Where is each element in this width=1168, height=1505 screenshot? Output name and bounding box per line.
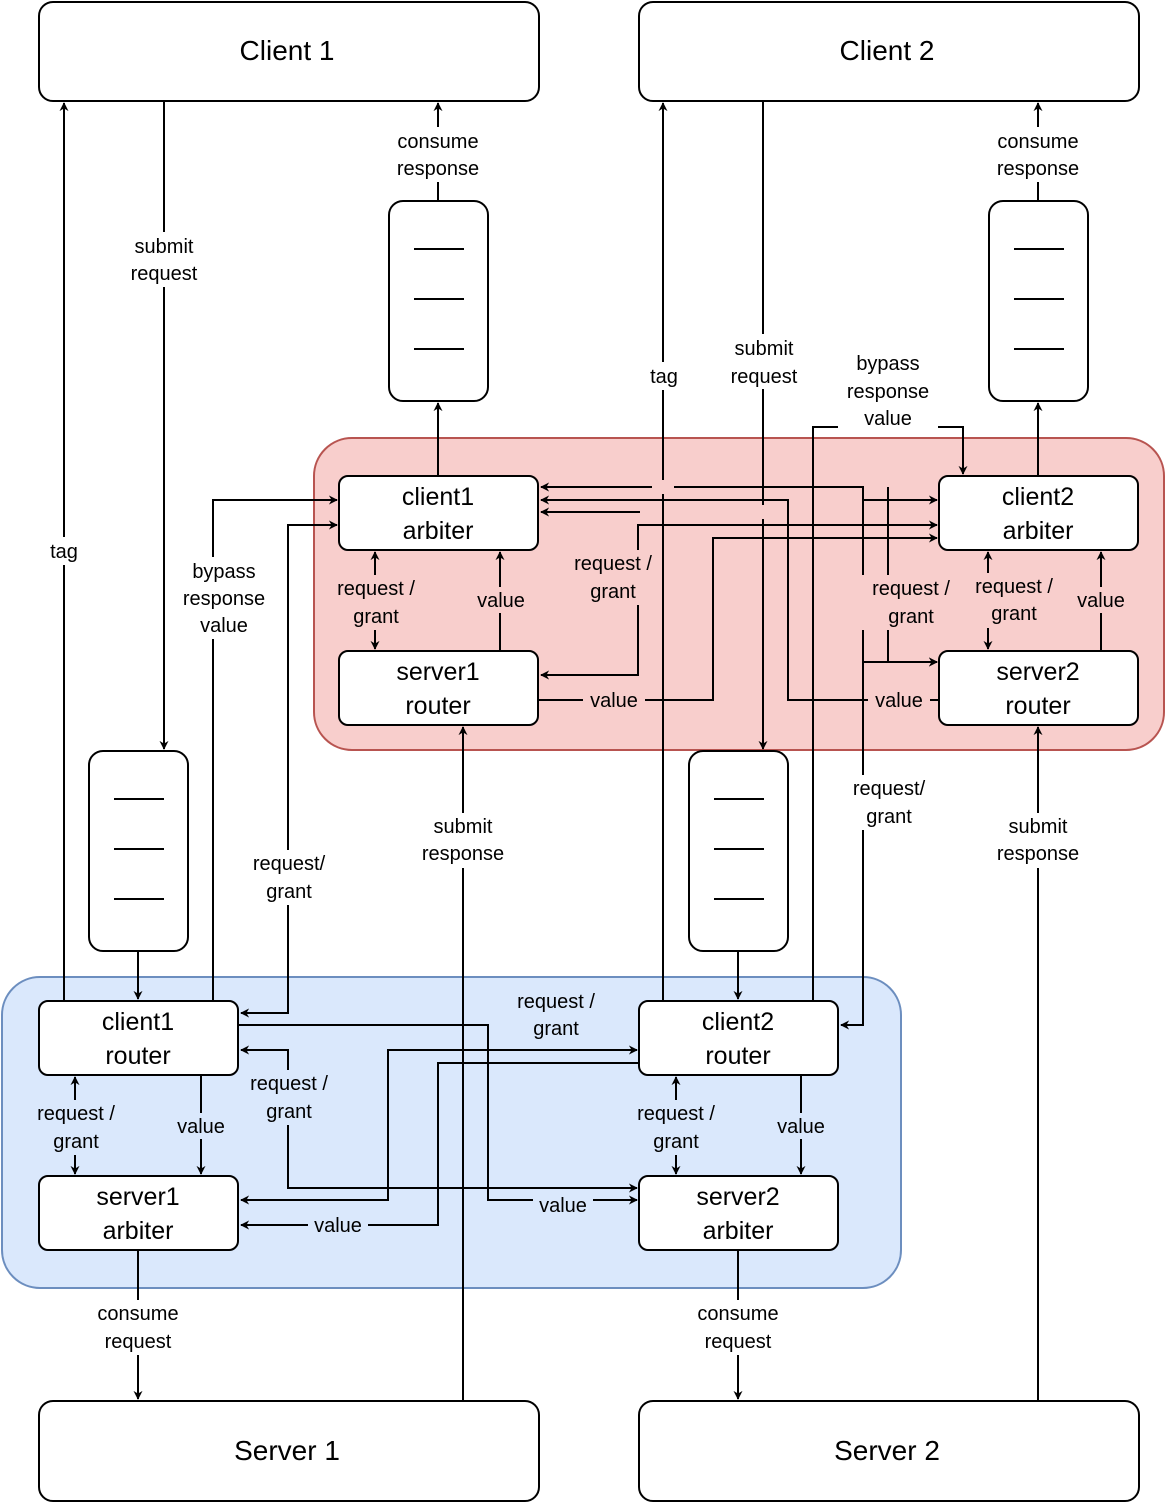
s2-submit-response-label-1: submit	[1009, 816, 1068, 838]
server2-router-box	[938, 650, 1139, 726]
c2-tag-label: tag	[650, 366, 678, 388]
s2-consume-request-label-1: consume	[697, 1303, 778, 1325]
s1-consume-request-label-1: consume	[97, 1303, 178, 1325]
blue-cross-reqgrant-label-2: grant	[533, 1018, 579, 1040]
queue-client2-request	[688, 750, 789, 952]
server2-label: Server 2	[834, 1435, 940, 1466]
c2-bypass-label-1: bypass	[856, 353, 919, 375]
client2-arbiter-label-2: arbiter	[1003, 517, 1074, 545]
server1-router-label-1: server1	[396, 658, 479, 686]
client1-router-label-1: client1	[102, 1008, 174, 1036]
client2-router-label-2: router	[705, 1042, 770, 1070]
s2-submit-response-label-2: response	[997, 843, 1079, 865]
crossing-gaps	[652, 480, 774, 519]
s1rtr-cross-value-label: value	[590, 690, 638, 712]
c2rtr-to-s1arb-reqgrant	[240, 1045, 638, 1205]
c2router-to-c2arb-reqgrant	[840, 495, 938, 1030]
c2rtr-value-label: value	[777, 1116, 825, 1138]
edge-label-backgrounds-red	[328, 550, 1132, 712]
s2rtr-value-label: value	[1077, 590, 1125, 612]
server2-arbiter-label-2: arbiter	[703, 1217, 774, 1245]
c2arb-reqgrant-label-1: request /	[975, 576, 1053, 598]
s2rtr-cross-value-label: value	[875, 690, 923, 712]
cross-reqgrant-label-2: grant	[590, 581, 636, 603]
server1-label: Server 1	[234, 1435, 340, 1466]
c1-reqgrant-tight-label-2: grant	[266, 881, 312, 903]
queue-client2-response	[988, 200, 1089, 402]
c1-bypass-label-3: value	[200, 615, 248, 637]
s1-submit-response-label-2: response	[422, 843, 504, 865]
s2-reqgrant-tight-label-1: request/	[853, 778, 926, 800]
c1-bypass-label-2: response	[183, 588, 265, 610]
c1arb-reqgrant-label-1: request /	[337, 578, 415, 600]
queue-client1-request	[88, 750, 189, 952]
edge-labels: consume response consume response submit…	[37, 131, 1125, 1353]
client2-box	[638, 1, 1140, 102]
client1-label: Client 1	[240, 35, 335, 66]
s1rtr-value-label: value	[477, 590, 525, 612]
server1-router-label-2: router	[405, 692, 470, 720]
s2arb-value-label: value	[539, 1195, 587, 1217]
client1-router-box	[38, 1000, 239, 1076]
edge-label-backgrounds	[45, 127, 1088, 1355]
c1-consume-response-label-2: response	[397, 158, 479, 180]
s2-reqgrant-tight-label-2: grant	[866, 806, 912, 828]
c1-reqgrant-tight-label-1: request/	[253, 853, 326, 875]
client1-arbiter-label-1: client1	[402, 483, 474, 511]
c1rtr-cross-reqgrant-label-2: grant	[266, 1101, 312, 1123]
c1-bypass-label-1: bypass	[192, 561, 255, 583]
client2-arbiter-label-1: client2	[1002, 483, 1074, 511]
s1arb-value-label: value	[314, 1215, 362, 1237]
c2-bypass-label-3: value	[864, 408, 912, 430]
c2rtr-reqgrant-label-2: grant	[653, 1131, 699, 1153]
c2-consume-response-label-1: consume	[997, 131, 1078, 153]
c2-submit-request-label-1: submit	[735, 338, 794, 360]
edge-label-backgrounds-blue	[28, 988, 832, 1237]
bypass-c1router-to-c1arb	[212, 495, 338, 1001]
c1arb-reqgrant-label-2: grant	[353, 606, 399, 628]
c2-consume-response-label-2: response	[997, 158, 1079, 180]
client1-box	[38, 1, 540, 102]
cross-reqgrant-label-1: request /	[574, 553, 652, 575]
server2-router-label-2: router	[1005, 692, 1070, 720]
c1rtr-reqgrant-label-2: grant	[53, 1131, 99, 1153]
blue-cross-reqgrant-label-1: request /	[517, 991, 595, 1013]
s1-consume-request-label-2: request	[105, 1331, 172, 1353]
server2-arbiter-label-1: server2	[696, 1183, 779, 1211]
client2-router-box	[638, 1000, 839, 1076]
c1-submit-request-label-2: request	[131, 263, 198, 285]
c2cross-reqgrant-label-2: grant	[888, 606, 934, 628]
s2-consume-request-label-2: request	[705, 1331, 772, 1353]
c1router-to-c1arb-reqgrant	[240, 520, 338, 1018]
c1-tag-label: tag	[50, 541, 78, 563]
server1-router-box	[338, 650, 539, 726]
c1rtr-reqgrant-label-1: request /	[37, 1103, 115, 1125]
c1-consume-response-label-1: consume	[397, 131, 478, 153]
c2arb-reqgrant-label-2: grant	[991, 603, 1037, 625]
c2rtr-reqgrant-label-1: request /	[637, 1103, 715, 1125]
server2-box	[638, 1400, 1140, 1502]
c2-submit-request-label-2: request	[731, 366, 798, 388]
server2-router-label-1: server2	[996, 658, 1079, 686]
server1-arbiter-label-2: arbiter	[103, 1217, 174, 1245]
queue-slot-lines	[114, 248, 1064, 900]
queue-client1-response	[388, 200, 489, 402]
s1-submit-response-label-1: submit	[434, 816, 493, 838]
c2cross-reqgrant-label-1: request /	[872, 578, 950, 600]
client2-label: Client 2	[840, 35, 935, 66]
client1-router-label-2: router	[105, 1042, 170, 1070]
c1-submit-request-label-1: submit	[135, 236, 194, 258]
client2-router-label-1: client2	[702, 1008, 774, 1036]
server1-arbiter-label-1: server1	[96, 1183, 179, 1211]
c1rtr-cross-reqgrant-label-1: request /	[250, 1073, 328, 1095]
server1-box	[38, 1400, 540, 1502]
c1rtr-value-label: value	[177, 1116, 225, 1138]
c2-bypass-label-2: response	[847, 381, 929, 403]
client1-arbiter-label-2: arbiter	[403, 517, 474, 545]
